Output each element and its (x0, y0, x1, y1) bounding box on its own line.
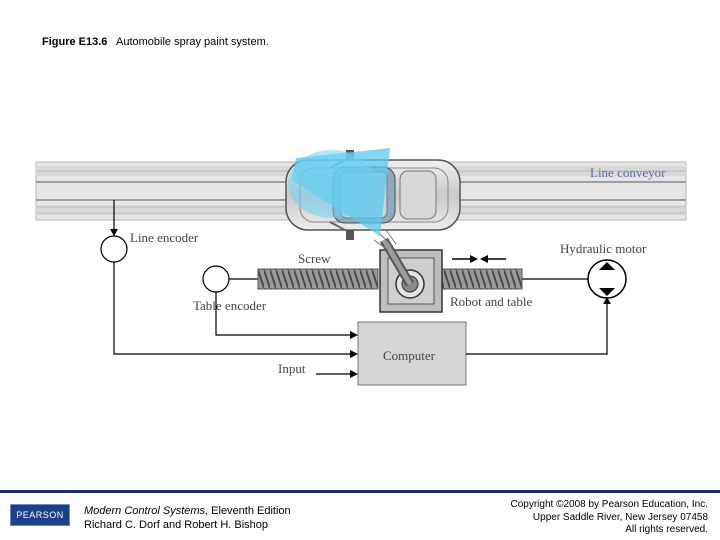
line-conveyor-label: Line conveyor (590, 165, 666, 180)
table-encoder (202, 265, 230, 293)
copyright-line-3: All rights reserved. (625, 524, 708, 535)
figure-number: Figure E13.6 (42, 36, 108, 48)
hydraulic-motor (522, 259, 627, 299)
signal-lines (113, 262, 608, 375)
book-title: Modern Control Systems (84, 505, 206, 517)
hydraulic-motor-label: Hydraulic motor (560, 241, 647, 256)
book-info: Modern Control Systems, Eleventh Edition… (84, 504, 291, 532)
screw-label: Screw (298, 251, 331, 266)
robot-and-table-label: Robot and table (450, 294, 533, 309)
footer-divider (0, 490, 720, 493)
pearson-logo: PEARSON (10, 504, 70, 526)
figure-title: Automobile spray paint system. (115, 36, 269, 48)
table-motion-arrows (452, 255, 506, 263)
spray-paint-diagram: Line conveyor Line encoder Table encoder… (35, 148, 687, 386)
lead-screw (229, 268, 523, 290)
computer-box (357, 321, 467, 386)
book-authors: Richard C. Dorf and Robert H. Bishop (84, 519, 269, 531)
table-encoder-label: Table encoder (193, 298, 267, 313)
conveyor-to-encoder-arrow (110, 229, 118, 236)
input-label: Input (278, 361, 306, 376)
line-encoder (100, 235, 128, 263)
computer-label: Computer (383, 348, 436, 363)
copyright-line-1: Copyright ©2008 by Pearson Education, In… (510, 499, 709, 510)
copyright-line-2: Upper Saddle River, New Jersey 07458 (532, 511, 708, 523)
line-encoder-label: Line encoder (130, 230, 199, 245)
copyright-notice: Copyright ©2008 by Pearson Education, In… (511, 499, 709, 537)
signal-arrowheads (350, 297, 611, 378)
robot-and-table (373, 229, 443, 313)
figure-caption: Figure E13.6 Automobile spray paint syst… (42, 36, 269, 48)
book-edition: , Eleventh Edition (205, 505, 291, 517)
